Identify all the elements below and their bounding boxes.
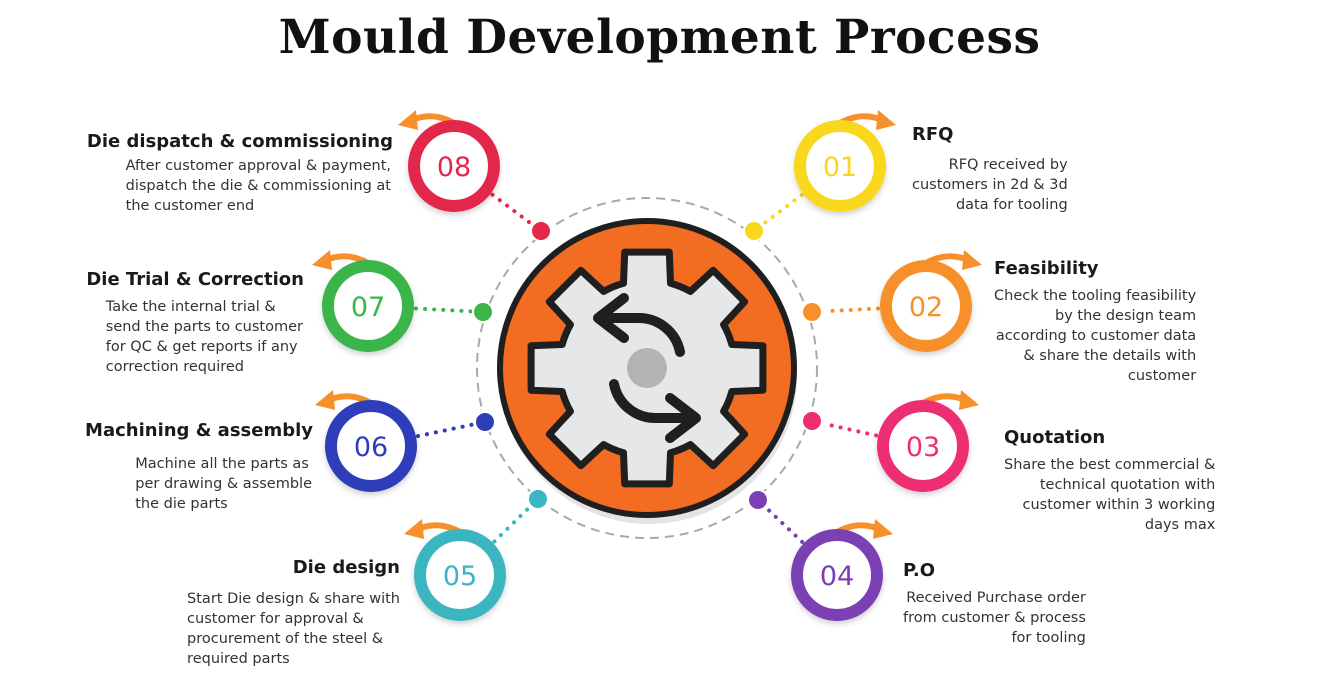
step-description-05: Start Die design & share with customer fo… [187,589,400,669]
step-description-line: for QC & get reports if any [105,339,298,355]
step-description-line: Machine all the parts as [135,456,309,472]
step-description-08: After customer approval & payment, dispat… [126,156,391,216]
step-number-06: 06 [354,432,388,463]
step-description-line: data for tooling [955,197,1068,213]
orbit-dot-08 [530,220,552,242]
step-description-line: from customer & process [903,610,1086,626]
step-description-04: Received Purchase order from customer & p… [903,588,1086,648]
connector-dots-05 [492,505,532,544]
step-description-line: per drawing & assemble [135,476,312,492]
step-badge-03 [877,400,969,492]
orbit-dot-04 [747,489,769,511]
step-description-line: send the parts to customer [105,319,303,335]
page-title: Mould Development Process [278,10,1041,65]
connector-dots-01 [761,192,804,226]
connector-dots-02 [821,306,881,314]
step-badge-08 [408,120,500,212]
step-description-01: RFQ received by customers in 2d & 3d data … [912,155,1068,215]
orbit-dot-06 [474,411,496,433]
step-description-07: Take the internal trial & send the parts … [106,297,303,377]
step-description-03: Share the best commercial & technical quo… [1004,455,1215,535]
step-description-line: RFQ received by [948,157,1068,173]
step-number-02: 02 [909,292,943,323]
step-title-02: Feasibility [994,258,1099,279]
step-description-line: Take the internal trial & [105,299,276,315]
orbit-dot-03 [801,410,823,432]
step-description-line: Start Die design & share with [187,591,400,607]
step-description-line: technical quotation with [1039,477,1216,493]
step-badge-06 [325,400,417,492]
orbit-ring [476,197,818,539]
step-description-line: required parts [187,651,290,667]
orbit-dot-02 [801,301,823,323]
step-title-05: Die design [292,557,400,578]
step-description-02: Check the tooling feasibility by the desi… [994,286,1196,386]
connector-dots-08 [490,192,534,226]
step-description-line: procurement of the steel & [187,631,384,647]
connector-dots-03 [821,421,879,438]
step-number-01: 01 [823,152,857,183]
gear-sync-icon [497,218,797,524]
connector-dots-06 [415,422,476,439]
step-description-line: dispatch the die & commissioning at [125,178,391,194]
step-title-06: Machining & assembly [85,420,313,441]
step-title-01: RFQ [912,124,954,145]
step-title-03: Quotation [1004,427,1106,448]
step-description-line: & share the details with [1023,348,1197,364]
connector-dots-07 [413,306,474,314]
step-badge-01 [794,120,886,212]
step-description-line: Share the best commercial & [1004,457,1216,473]
step-title-04: P.O [903,560,936,581]
step-number-05: 05 [443,561,477,592]
step-description-line: customer within 3 working [1022,497,1216,513]
step-badge-04 [791,529,883,621]
step-badge-07 [322,260,414,352]
step-description-line: by the design team [1055,308,1197,324]
step-description-line: Received Purchase order [906,590,1086,606]
step-description-line: according to customer data [995,328,1197,344]
step-description-line: for tooling [1011,630,1086,646]
step-title-08: Die dispatch & commissioning [86,131,393,152]
step-number-03: 03 [906,432,940,463]
step-number-08: 08 [437,152,471,183]
step-description-line: After customer approval & payment, [125,158,391,174]
step-description-line: the die parts [135,496,228,512]
step-description-line: the customer end [125,198,255,214]
step-description-line: customers in 2d & 3d [912,177,1068,193]
orbit-dot-01 [743,220,765,242]
step-number-07: 07 [351,292,385,323]
orbit-dot-07 [472,301,494,323]
step-description-line: correction required [105,359,244,375]
connector-dots-04 [764,506,805,544]
step-description-line: days max [1144,517,1216,533]
step-title-07: Die Trial & Correction [86,269,304,290]
step-description-line: Check the tooling feasibility [994,288,1197,304]
step-description-line: customer [1127,368,1197,384]
step-number-04: 04 [820,561,854,592]
step-description-line: customer for approval & [187,611,364,627]
step-badge-05 [414,529,506,621]
orbit-dot-05 [527,488,549,510]
step-description-06: Machine all the parts as per drawing & as… [135,454,312,514]
step-badge-02 [880,260,972,352]
